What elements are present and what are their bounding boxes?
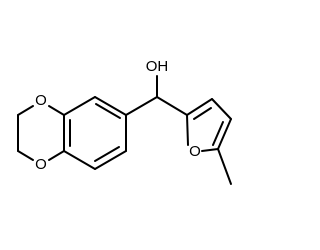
- bond-furan-o-c2: [186, 114, 189, 146]
- bond-benzene-1: [94, 96, 127, 116]
- hydroxyl-label: OH: [146, 58, 169, 75]
- dioxane-oxygen-upper-label: O: [35, 92, 47, 109]
- furan-oxygen-label: O: [189, 143, 201, 160]
- benzene-inner-double-bond-2: [94, 146, 120, 162]
- bond-furan-c5-o: [201, 148, 219, 152]
- bond-furan-c3-c4: [211, 98, 232, 120]
- dioxane-ring: [17, 105, 65, 161]
- bond-carbinol-to-furan: [156, 96, 188, 116]
- bond-benzene-3: [94, 150, 127, 170]
- chemical-structure-diagram: OH O O O: [17, 58, 232, 185]
- benzene-inner-double-bond-1: [95, 103, 121, 119]
- bond-benzene-4: [63, 150, 96, 170]
- dioxane-oxygen-lower-label: O: [35, 156, 47, 173]
- bond-lower-o-to-benzene: [48, 150, 65, 161]
- benzene-ring: [63, 96, 127, 170]
- bond-benzene-to-carbinol: [125, 96, 158, 116]
- bond-upper-o-to-ch2: [17, 105, 34, 116]
- bond-methyl: [217, 148, 232, 185]
- furan-ring: [186, 98, 232, 152]
- furan-inner-double-bond-2: [212, 121, 224, 146]
- bond-benzene-to-upper-o: [48, 105, 65, 116]
- furan-inner-double-bond-1: [193, 107, 212, 120]
- bond-ch2-to-lower-o: [17, 150, 34, 161]
- carbinol-center: [125, 75, 188, 116]
- bond-furan-c2-c3: [186, 98, 213, 116]
- bond-furan-c4-c5: [217, 118, 232, 150]
- bond-benzene-6: [63, 96, 96, 116]
